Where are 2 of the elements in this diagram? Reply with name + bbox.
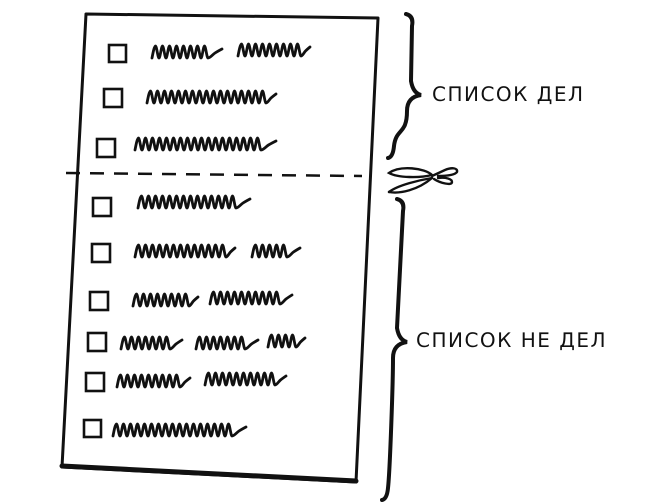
brace-label: СПИСОК ДЕЛ xyxy=(432,83,585,105)
brace-label: СПИСОК НЕ ДЕЛ xyxy=(416,329,608,351)
